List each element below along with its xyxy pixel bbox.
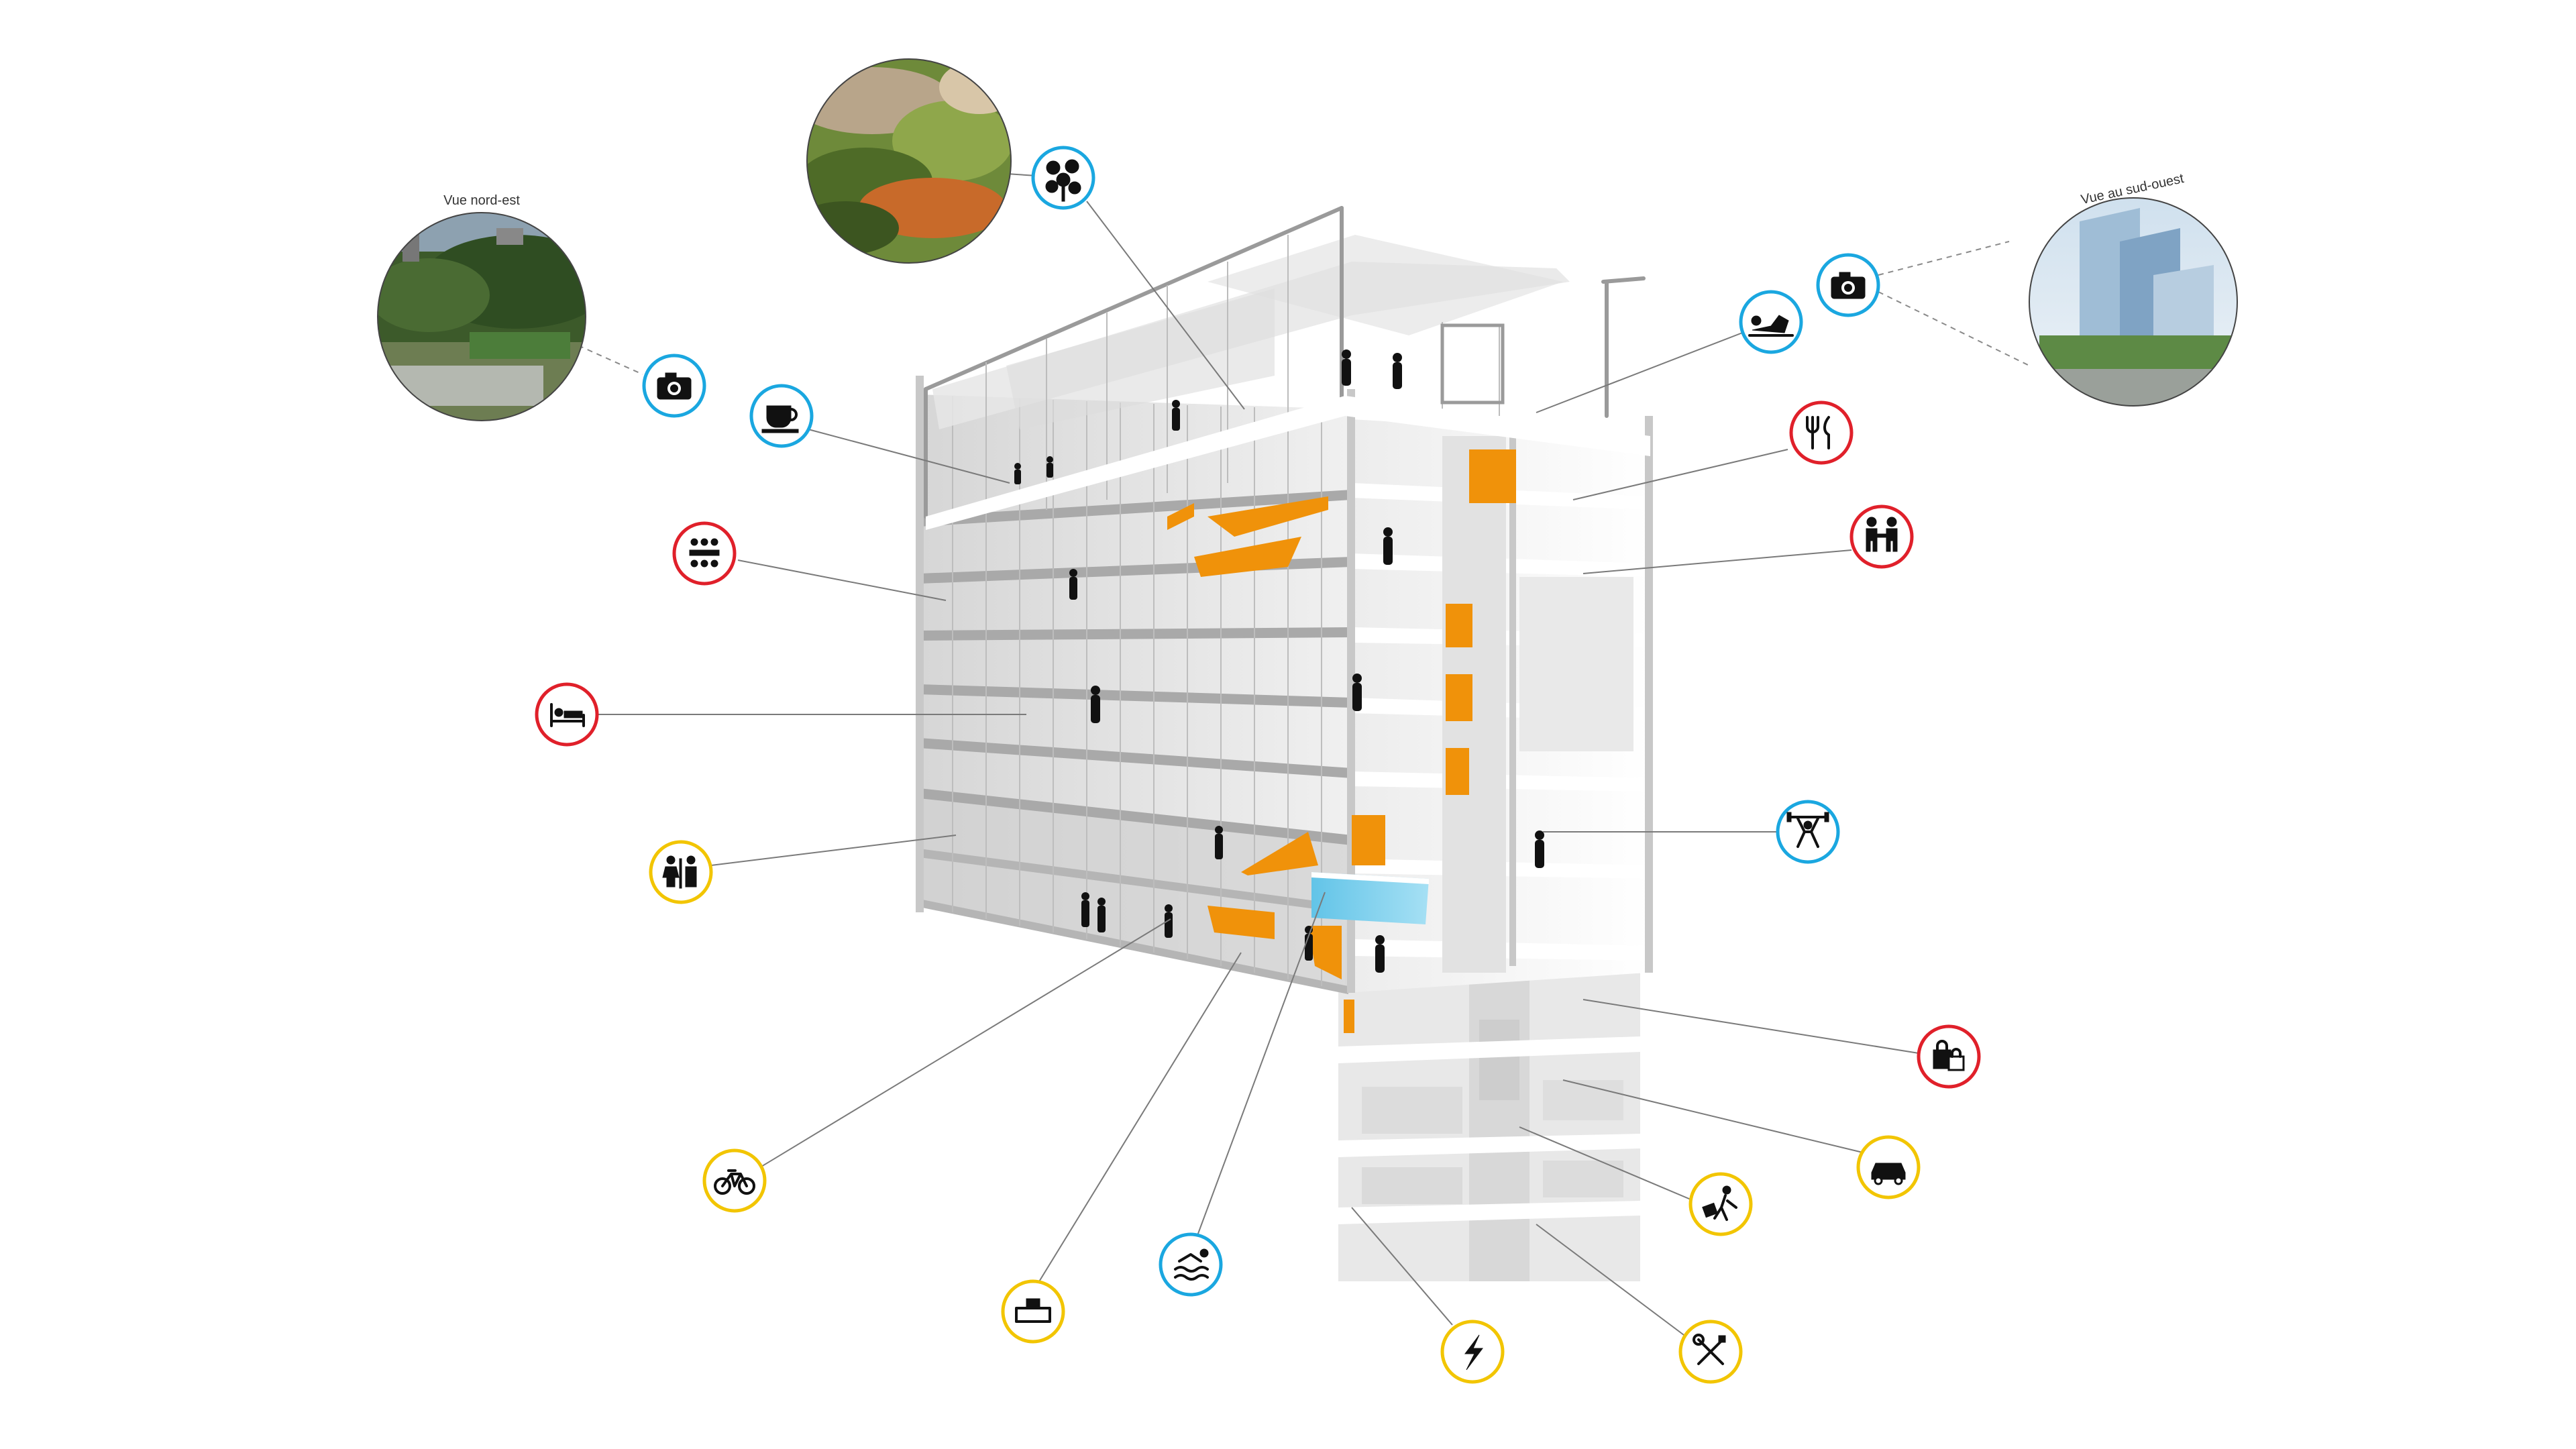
basement-levels bbox=[1338, 973, 1640, 1281]
porter-luggage-icon bbox=[1702, 1185, 1737, 1221]
car-icon bbox=[1871, 1163, 1906, 1185]
restaurant-badge[interactable] bbox=[1789, 400, 1854, 465]
roof-pergola bbox=[924, 206, 1650, 530]
luggage-badge[interactable] bbox=[1688, 1172, 1753, 1236]
bed-icon bbox=[550, 703, 585, 727]
cafe-badge[interactable] bbox=[749, 384, 814, 448]
handshake-icon bbox=[1866, 517, 1898, 552]
maintenance-badge[interactable] bbox=[1678, 1320, 1743, 1384]
conference-table-icon bbox=[689, 538, 720, 568]
lightning-icon bbox=[1464, 1334, 1483, 1371]
restroom-icon bbox=[662, 855, 697, 889]
photo-south-west: Vue au sud-ouest bbox=[2029, 171, 2238, 407]
business-badge[interactable] bbox=[1849, 504, 1914, 569]
fork-knife-icon bbox=[1806, 416, 1830, 449]
lounging-person-icon bbox=[1748, 315, 1794, 337]
shopping-bags-icon bbox=[1933, 1040, 1965, 1071]
sunbathing-badge[interactable] bbox=[1739, 290, 1803, 354]
meeting-badge[interactable] bbox=[672, 521, 737, 586]
energy-badge[interactable] bbox=[1440, 1320, 1505, 1384]
orange-stairs bbox=[1167, 449, 1516, 979]
reception-desk-icon bbox=[1015, 1298, 1051, 1323]
roof-garden-badge[interactable] bbox=[1031, 146, 1095, 210]
camera-ne-badge[interactable] bbox=[642, 354, 706, 418]
photo-north-east: Vue nord-est bbox=[377, 193, 586, 421]
people-silhouettes bbox=[1014, 350, 1544, 973]
swimmer-icon bbox=[1174, 1248, 1209, 1281]
toilets-badge[interactable] bbox=[649, 840, 713, 904]
camera-sw-badge[interactable] bbox=[1816, 253, 1880, 317]
flowers-icon bbox=[1045, 159, 1081, 202]
fitness-badge[interactable] bbox=[1776, 800, 1840, 864]
parking-badge[interactable] bbox=[1856, 1135, 1921, 1199]
leader-lines bbox=[578, 170, 2030, 1346]
bicycle-icon bbox=[714, 1169, 755, 1195]
photo-label-north-east: Vue nord-est bbox=[443, 193, 520, 208]
photo-roof-garden bbox=[806, 58, 1012, 264]
bicycle-badge[interactable] bbox=[702, 1148, 767, 1213]
weightlifter-icon bbox=[1786, 812, 1829, 848]
hotel-badge[interactable] bbox=[535, 682, 599, 747]
shopping-badge[interactable] bbox=[1917, 1024, 1981, 1089]
wrench-screwdriver-icon bbox=[1693, 1334, 1726, 1365]
camera-icon bbox=[657, 372, 692, 400]
building-axonometric bbox=[916, 206, 1653, 1281]
camera-icon bbox=[1831, 272, 1866, 299]
swimming-pool bbox=[1311, 872, 1429, 924]
reception-badge[interactable] bbox=[1001, 1279, 1065, 1344]
pool-badge[interactable] bbox=[1159, 1232, 1223, 1297]
coffee-cup-icon bbox=[761, 405, 799, 433]
